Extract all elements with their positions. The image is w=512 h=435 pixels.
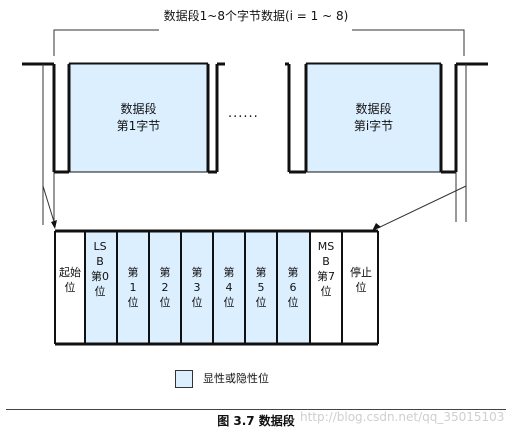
watermark: http://blog.csdn.net/qq_35015103 bbox=[300, 410, 505, 424]
top-label: 数据段1~8个字节数据(i = 1 ~ 8) bbox=[0, 9, 512, 23]
legend-label: 显性或隐性位 bbox=[203, 372, 269, 385]
arrow-left bbox=[42, 185, 56, 226]
caption-divider bbox=[6, 409, 506, 410]
bit-msb-7: MSB第7位 bbox=[317, 240, 335, 298]
byte-first-line2: 第1字节 bbox=[116, 119, 161, 133]
legend-swatch bbox=[175, 370, 193, 388]
byte-box-first bbox=[68, 63, 209, 173]
bit-2: 第2位 bbox=[159, 266, 171, 309]
arrow-right bbox=[377, 185, 467, 229]
byte-first-label: 数据段 第1字节 bbox=[69, 101, 208, 135]
byte-last-label: 数据段 第i字节 bbox=[306, 101, 441, 135]
byte-last-line2: 第i字节 bbox=[353, 119, 394, 133]
top-bracket bbox=[53, 29, 465, 56]
bit-lsb-0: LSB第0位 bbox=[91, 240, 109, 298]
bit-3: 第3位 bbox=[191, 266, 203, 309]
bit-stop: 停止位 bbox=[350, 266, 372, 294]
figure-caption: 图 3.7 数据段 bbox=[217, 414, 295, 428]
byte-first-line1: 数据段 bbox=[120, 102, 157, 116]
bit-6: 第6位 bbox=[287, 266, 299, 309]
bit-1: 第1位 bbox=[127, 266, 139, 309]
bit-start: 起始位 bbox=[59, 266, 81, 294]
bit-4: 第4位 bbox=[223, 266, 235, 309]
bit-5: 第5位 bbox=[255, 266, 267, 309]
ellipsis: ...... bbox=[228, 106, 259, 121]
byte-last-line1: 数据段 bbox=[355, 102, 392, 116]
